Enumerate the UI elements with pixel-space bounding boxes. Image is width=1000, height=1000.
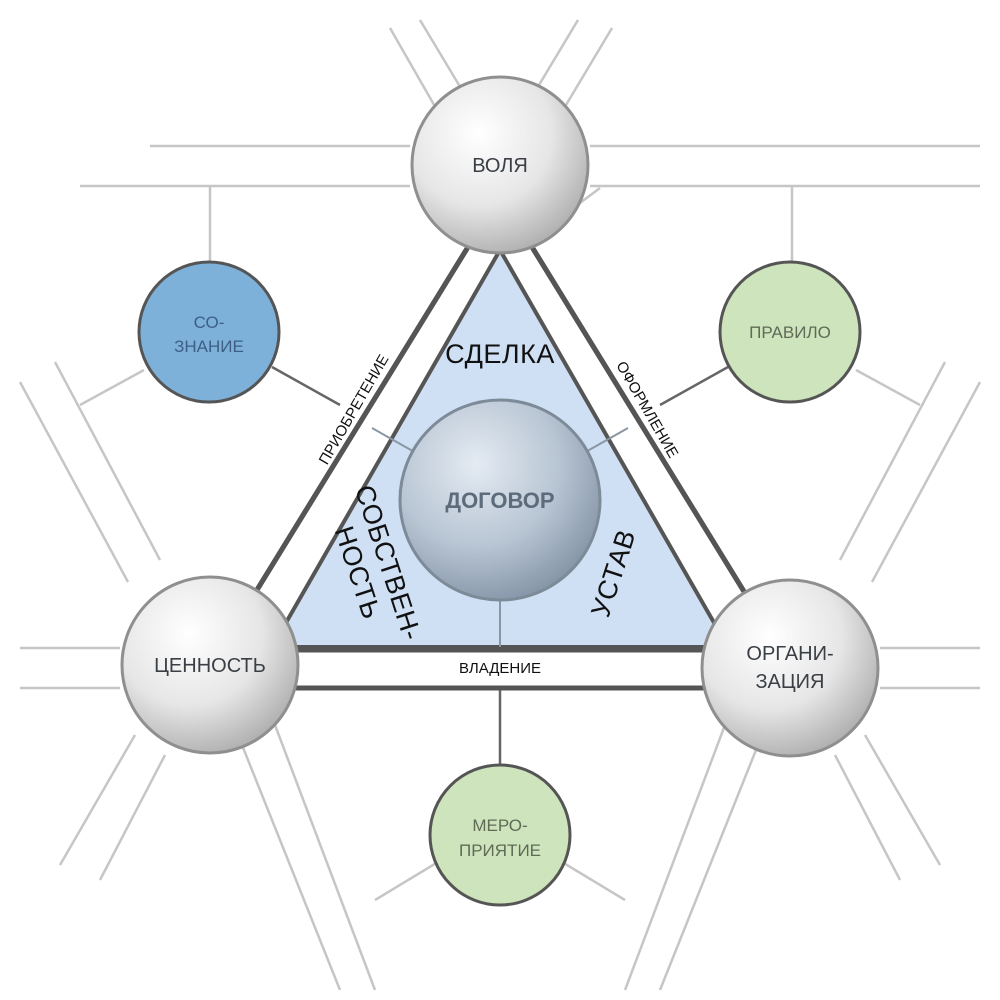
sector-label-sdelka: СДЕЛКА — [445, 339, 555, 369]
soznanie-label-line1: СО- — [194, 313, 225, 332]
inner-spokes — [371, 427, 629, 647]
meropriyatie-node[interactable] — [428, 763, 572, 907]
meropriyatie-label-line1: МЕРО- — [472, 816, 527, 835]
pravilo-label: ПРАВИЛО — [749, 323, 831, 342]
organizatsiya-node[interactable] — [700, 578, 880, 758]
meropriyatie-label-line2: ПРИЯТИЕ — [459, 841, 541, 860]
tsennost-label: ЦЕННОСТЬ — [154, 655, 266, 677]
organizatsiya-label-line2: ЗАЦИЯ — [755, 671, 824, 693]
node-connectors — [271, 365, 729, 765]
tsennost-node[interactable] — [120, 575, 300, 755]
organizatsiya-label-line1: ОРГАНИ- — [746, 643, 833, 665]
background-lines — [18, 19, 982, 991]
dogovor-label: ДОГОВОР — [445, 488, 554, 513]
soznanie-node[interactable] — [137, 260, 281, 404]
volya-label: ВОЛЯ — [472, 155, 528, 177]
soznanie-label-line2: ЗНАНИЕ — [174, 337, 244, 356]
volya-node[interactable] — [410, 75, 590, 255]
edge-label-vladenie: ВЛАДЕНИЕ — [459, 660, 541, 677]
dogovor-node[interactable] — [398, 398, 602, 602]
pravilo-node[interactable] — [718, 260, 862, 404]
